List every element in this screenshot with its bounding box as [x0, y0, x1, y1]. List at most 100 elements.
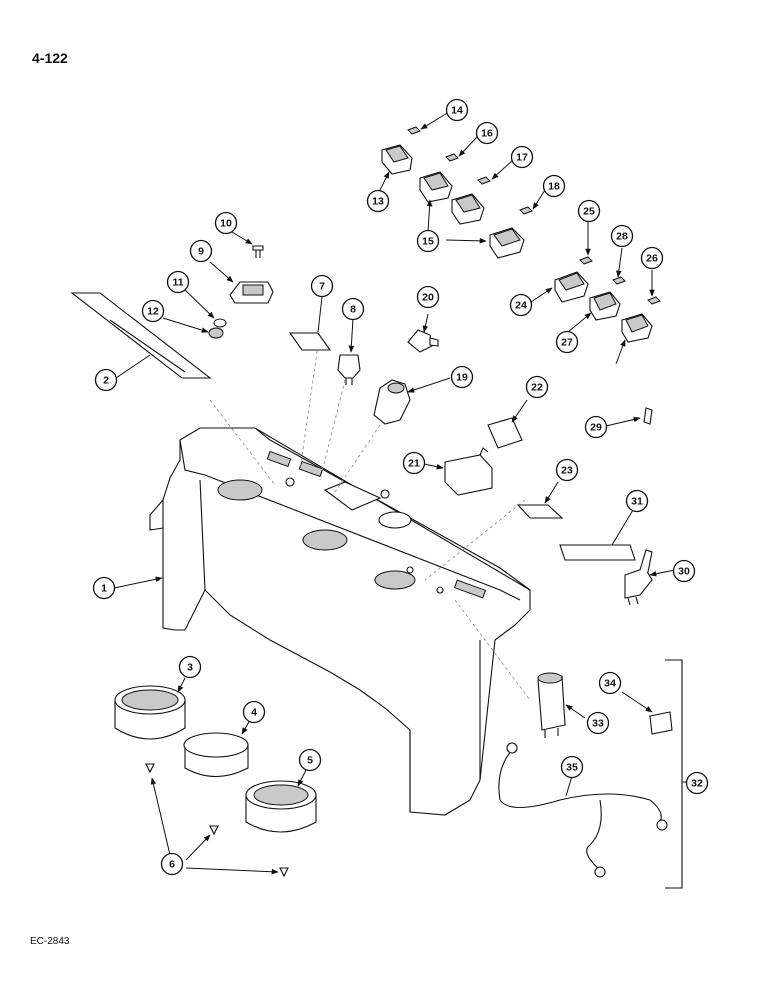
callout-number: 5: [307, 755, 313, 767]
bulb: [643, 407, 653, 425]
callout-circle: [542, 174, 566, 198]
callout-22: 22: [525, 375, 549, 399]
lamp-socket: [537, 672, 566, 738]
callout-circle: [525, 375, 549, 399]
callout-circle: [625, 489, 649, 513]
callout-number: 20: [422, 292, 434, 304]
callout-9: 9: [189, 239, 213, 263]
callout-circle: [445, 98, 469, 122]
lens-decal: [477, 176, 491, 185]
callout-25: 25: [577, 199, 601, 223]
callout-circle: [214, 211, 238, 235]
callout-number: 28: [616, 231, 628, 243]
screw: [279, 867, 289, 878]
rocker-switch: [554, 271, 589, 303]
ignition-switch: [373, 379, 411, 425]
callout-circle: [577, 199, 601, 223]
leader-lines: [113, 111, 676, 875]
callout-7: 7: [310, 274, 334, 298]
callout-number: 15: [422, 236, 434, 248]
callout-number: 17: [516, 152, 528, 164]
lens-decal: [612, 276, 626, 285]
callout-number: 35: [566, 762, 578, 774]
callout-circle: [310, 274, 334, 298]
callout-circle: [509, 293, 533, 317]
callout-3: 3: [178, 655, 202, 679]
callout-number: 9: [198, 246, 204, 258]
lens-decal: [407, 126, 421, 135]
wiring-harness: [498, 742, 668, 878]
callout-34: 34: [598, 671, 622, 695]
callout-number: 16: [481, 128, 493, 140]
rocker-switch: [381, 144, 413, 175]
callout-15: 15: [416, 229, 440, 253]
figure-code: EC-2843: [30, 936, 70, 947]
callout-circle: [598, 671, 622, 695]
callout-circle: [298, 748, 322, 772]
callout-number: 8: [350, 304, 356, 316]
lens: [208, 327, 224, 339]
callout-number: 29: [590, 422, 602, 434]
callout-number: 7: [319, 281, 325, 293]
gauge: [183, 732, 249, 777]
callout-number: 19: [456, 372, 468, 384]
callout-circle: [341, 297, 365, 321]
callout-10: 10: [214, 211, 238, 235]
callout-number: 25: [583, 206, 595, 218]
switch-decal: [559, 544, 636, 561]
callout-16: 16: [475, 121, 499, 145]
callout-number: 23: [561, 465, 573, 477]
gauge: [114, 685, 186, 740]
callout-circle: [160, 852, 184, 876]
callout-number: 30: [678, 566, 690, 578]
gauge: [245, 780, 317, 833]
callout-5: 5: [298, 748, 322, 772]
instrument-panel-housing: [149, 427, 531, 816]
callout-20: 20: [416, 285, 440, 309]
rubber-pad: [487, 417, 523, 449]
toggle-switch: [624, 549, 653, 606]
callout-circle: [672, 559, 696, 583]
callout-circle: [94, 368, 118, 392]
callout-number: 33: [592, 718, 604, 730]
rocker-switch: [419, 171, 453, 203]
callout-32: 32: [685, 771, 709, 795]
callout-circle: [555, 458, 579, 482]
callout-11: 11: [166, 270, 190, 294]
callout-circle: [166, 270, 190, 294]
callout-number: 10: [220, 218, 232, 230]
callout-14: 14: [445, 98, 469, 122]
fuse: [649, 711, 673, 735]
callout-circle: [610, 224, 634, 248]
callout-8: 8: [341, 297, 365, 321]
callout-31: 31: [625, 489, 649, 513]
callout-18: 18: [542, 174, 566, 198]
page-number: 4-122: [32, 50, 68, 66]
callout-circle: [510, 145, 534, 169]
callout-number: 12: [147, 306, 159, 318]
callout-21: 21: [402, 451, 426, 475]
callout-circle: [141, 299, 165, 323]
lens-decal: [445, 153, 459, 162]
push-switch: [337, 354, 361, 385]
lens-decal: [647, 296, 661, 305]
callout-number: 18: [548, 181, 560, 193]
callout-circle: [178, 655, 202, 679]
callout-circle: [242, 700, 266, 724]
callout-circle: [584, 415, 608, 439]
callout-circle: [402, 451, 426, 475]
callout-23: 23: [555, 458, 579, 482]
callout-35: 35: [560, 755, 584, 779]
callout-1: 1: [92, 576, 116, 600]
callout-12: 12: [141, 299, 165, 323]
callout-number: 13: [372, 196, 384, 208]
callout-number: 1: [101, 583, 107, 595]
callout-circle: [586, 711, 610, 735]
group-bracket: [665, 659, 683, 889]
callout-17: 17: [510, 145, 534, 169]
callout-29: 29: [584, 415, 608, 439]
cover-plate: [516, 504, 564, 519]
ignition-key: [407, 329, 439, 353]
callout-number: 34: [604, 678, 616, 690]
